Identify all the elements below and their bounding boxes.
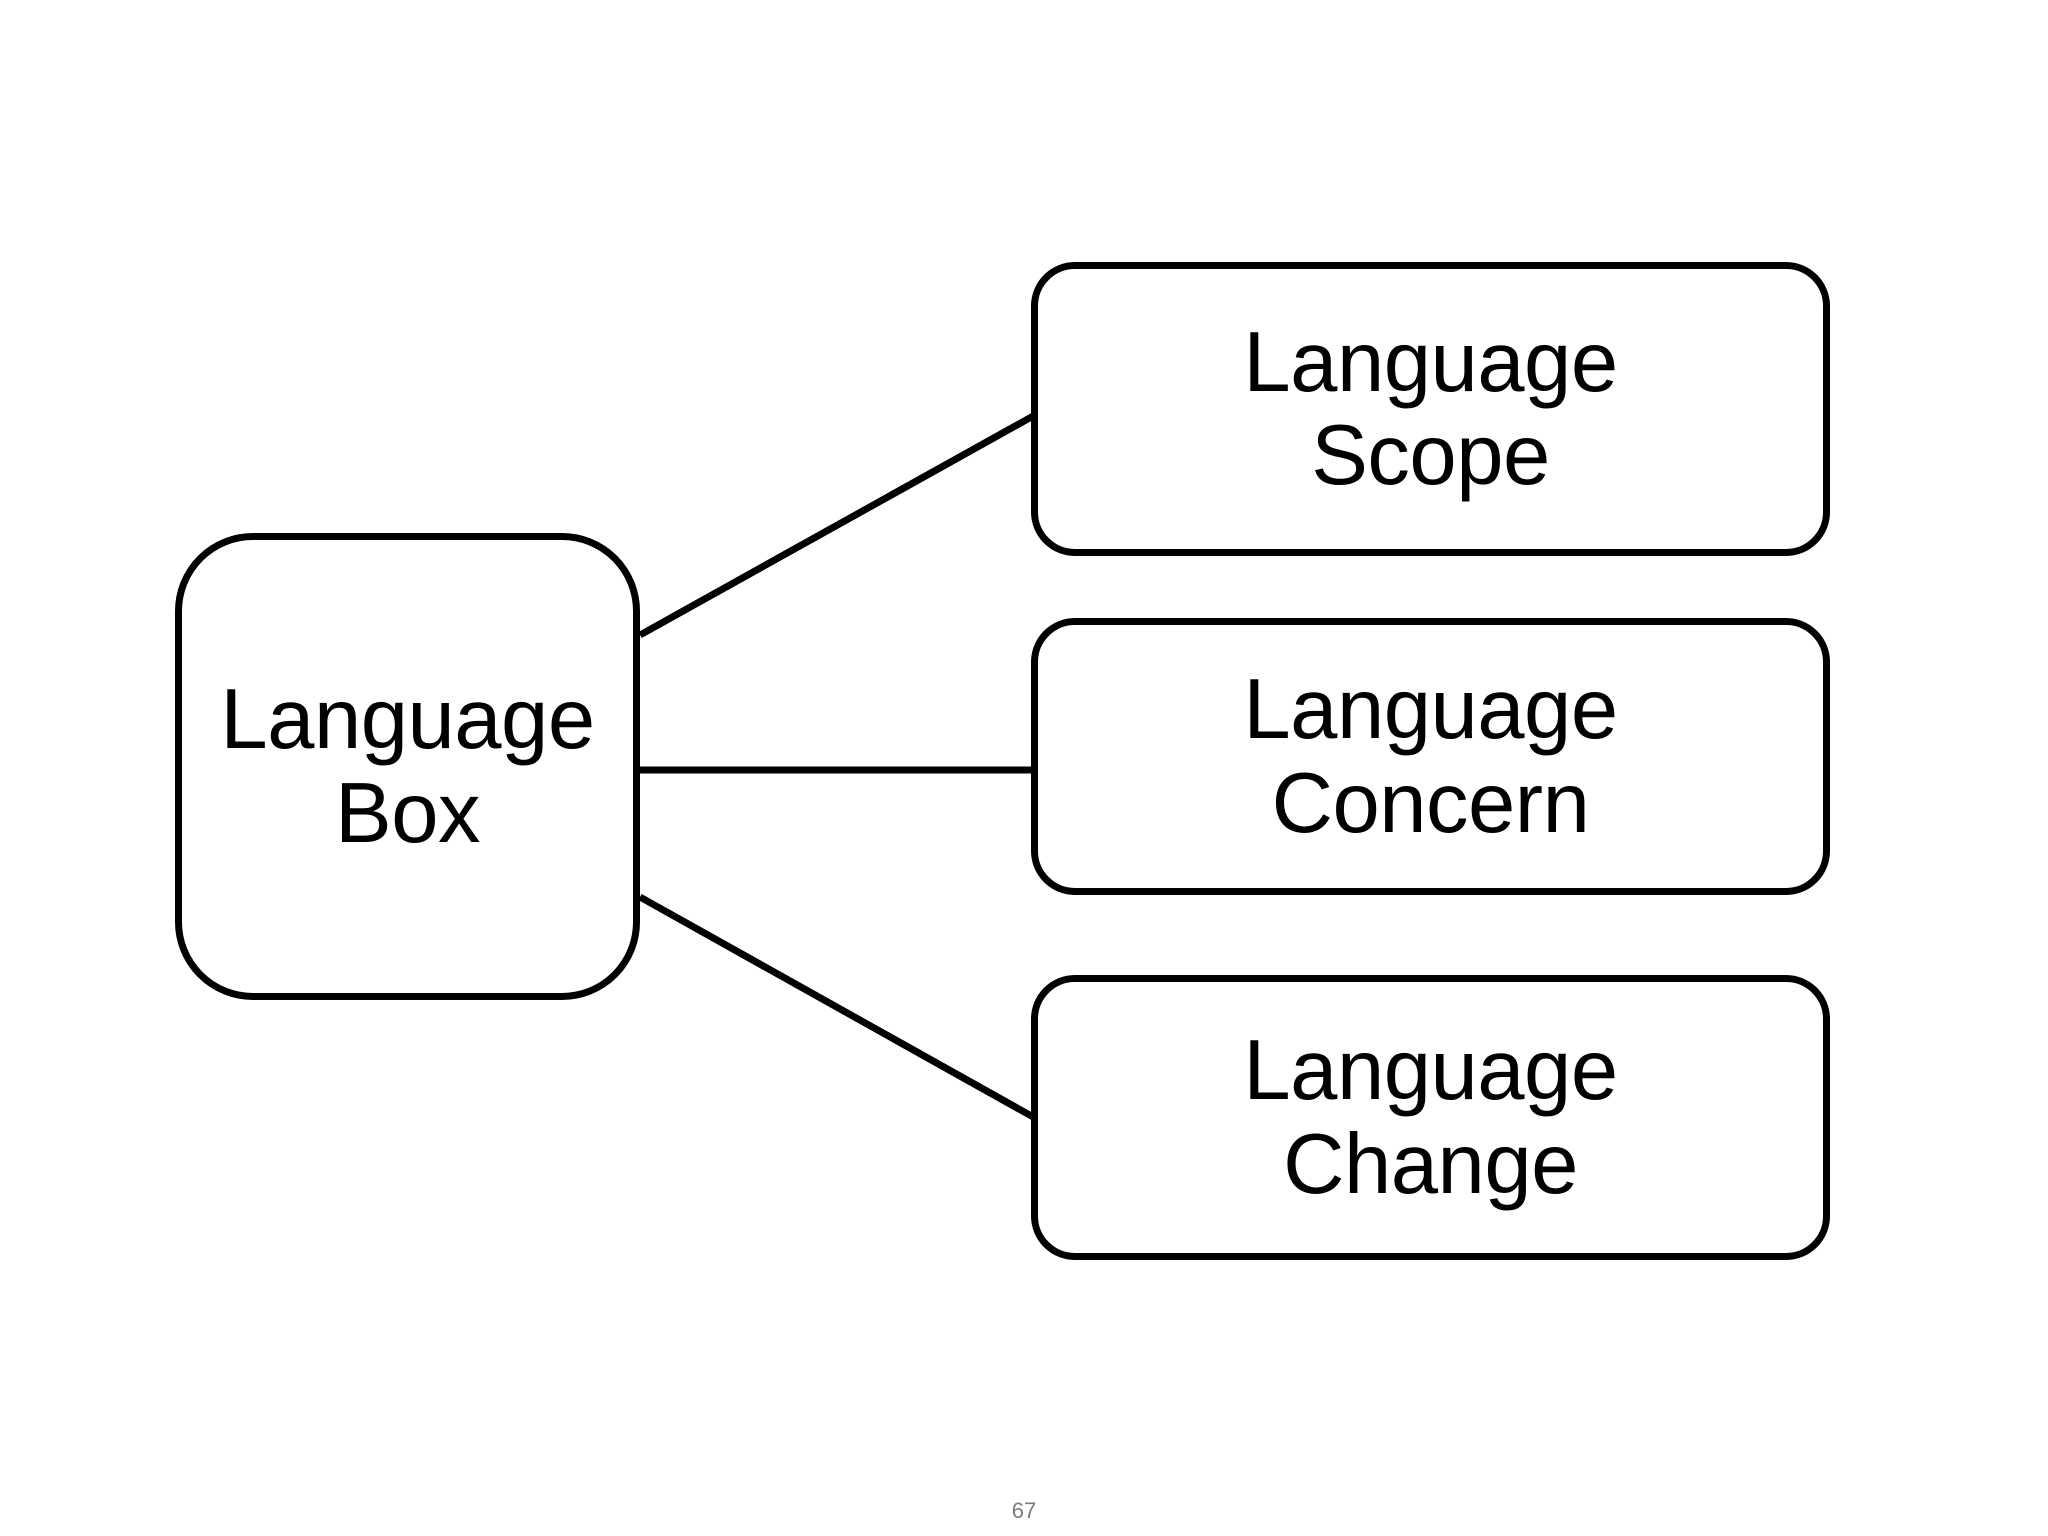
node-language-scope-label: Language Scope <box>1243 314 1618 503</box>
connector-box-to-change <box>638 893 1037 1122</box>
connector-box-to-scope <box>638 411 1037 639</box>
node-language-box[interactable]: Language Box <box>175 533 640 1000</box>
node-language-change[interactable]: Language Change <box>1031 975 1830 1260</box>
node-language-concern-label: Language Concern <box>1243 662 1618 851</box>
node-language-concern[interactable]: Language Concern <box>1031 618 1830 895</box>
node-language-change-label: Language Change <box>1243 1023 1618 1212</box>
node-language-box-label: Language Box <box>220 672 595 861</box>
page-number: 67 <box>1011 1498 1037 1523</box>
node-language-scope[interactable]: Language Scope <box>1031 262 1830 556</box>
